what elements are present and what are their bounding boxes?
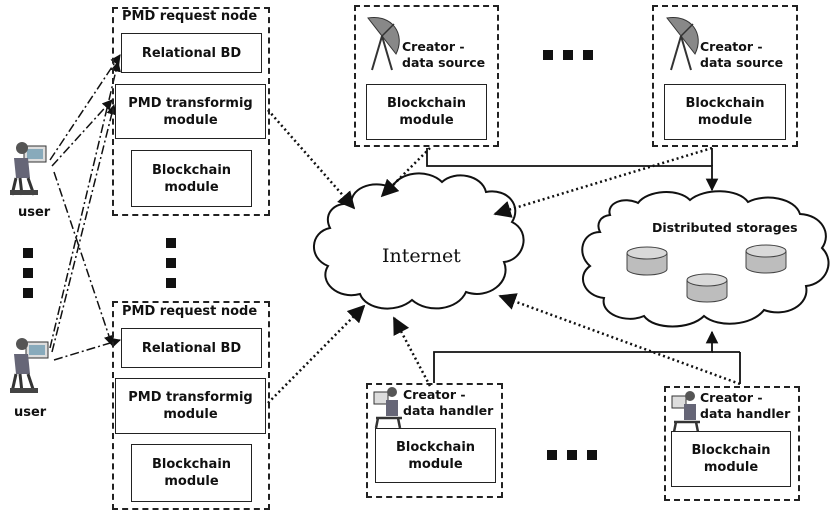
data-handler-title: Creator - data handler (403, 387, 494, 418)
ellipsis-dot (563, 50, 573, 60)
user-2-to-node-1-db (49, 60, 121, 349)
ellipsis-dot (543, 50, 553, 60)
storage-label: Distributed storages (652, 220, 798, 235)
blockchain-module-box: Blockchain module (366, 84, 487, 140)
request-node-title: PMD request node (122, 304, 258, 319)
ellipsis-dot (166, 258, 176, 268)
database-cylinder-icon (686, 273, 728, 303)
request-node-title: PMD request node (122, 9, 258, 24)
user-2-to-node-1-transform (51, 103, 117, 353)
ellipsis-dot (166, 238, 176, 248)
creator-data-handler-node (664, 386, 800, 501)
creator-data-source-node (354, 5, 499, 147)
blockchain-module-box: Blockchain module (131, 150, 252, 207)
data-handler-title: Creator - data handler (700, 390, 791, 421)
user-2-to-node-2-db (53, 337, 122, 361)
user-workstation-icon (10, 142, 47, 196)
ellipsis-dot (23, 248, 33, 258)
pmd-transform-module-box: PMD transformig module (115, 84, 266, 139)
blockchain-module-box: Blockchain module (131, 444, 252, 502)
satellite-dish-icon (367, 17, 400, 71)
operator-workstation-icon (373, 387, 402, 429)
database-cylinder-icon (626, 246, 668, 276)
internet-cloud (313, 172, 525, 310)
database-cylinder-icon (745, 244, 787, 274)
data-source-1-to-internet (380, 147, 431, 198)
user-workstation-icon (10, 338, 49, 393)
pmd-transform-module-box: PMD transformig module (115, 378, 266, 434)
pmd-request-node (112, 7, 270, 216)
user-1-to-node-1-db (49, 54, 121, 161)
ellipsis-dot (166, 278, 176, 288)
blockchain-module-box: Blockchain module (664, 84, 786, 140)
pmd-request-node (112, 301, 270, 510)
data-handler-1-to-internet (392, 316, 432, 387)
ellipsis-dot (587, 450, 597, 460)
blockchain-module-box: Blockchain module (375, 428, 496, 483)
satellite-dish-icon (666, 17, 699, 71)
creator-data-handler-node (366, 383, 503, 498)
relational-db-box: Relational BD (121, 33, 262, 73)
ellipsis-dot (583, 50, 593, 60)
request-node-1-to-internet (267, 109, 356, 210)
operator-workstation-icon (671, 391, 700, 433)
source-to-storage-connector (426, 148, 719, 192)
data-source-title: Creator - data source (700, 39, 784, 70)
creator-data-source-node (652, 5, 798, 147)
user-1-to-node-1-transform (51, 99, 113, 167)
storage-cloud (581, 190, 830, 328)
blockchain-module-box: Blockchain module (671, 431, 791, 487)
ellipsis-dot (547, 450, 557, 460)
data-source-title: Creator - data source (402, 39, 486, 70)
relational-db-box: Relational BD (121, 328, 262, 368)
user-label: user (14, 405, 47, 420)
ellipsis-dot (23, 268, 33, 278)
request-node-2-to-internet (267, 304, 366, 404)
internet-label: Internet (382, 245, 461, 267)
handler-to-storage-connector (433, 330, 719, 383)
user-1-to-node-2-db (53, 171, 114, 346)
ellipsis-dot (23, 288, 33, 298)
user-label: user (18, 205, 51, 220)
ellipsis-dot (567, 450, 577, 460)
